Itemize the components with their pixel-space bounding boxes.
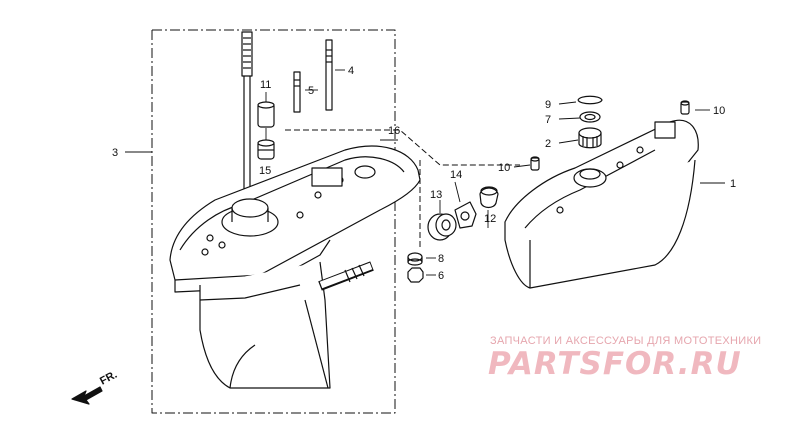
pump-housing [201,165,376,256]
callout-numbers: 1 2 3 4 5 6 7 8 9 10 10 11 12 13 14 15 1… [112,65,736,282]
circlip-9 [577,95,603,105]
gasket-bracket [285,129,520,250]
callout-15: 15 [259,165,271,177]
washer-8 [407,252,423,266]
watermark-logo: PARTSFOR.RU [488,346,742,382]
extension-case-1 [504,119,699,289]
callout-13: 13 [430,189,442,201]
callout-16: 16 [388,125,400,137]
dowel-10-right [680,100,690,115]
callout-7: 7 [545,114,551,126]
callout-3: 3 [112,147,118,159]
stud-4 [325,39,333,111]
nut-6 [407,267,424,283]
bushing-15 [257,139,275,160]
front-direction-arrow [71,386,103,405]
dowel-10-left [530,156,540,171]
callout-10-left: 10 [498,162,510,174]
impeller-housing-13 [427,213,457,241]
assembly-frame [151,29,396,414]
leader-lines [125,69,725,276]
stud-5 [293,71,301,113]
callout-8: 8 [438,253,444,265]
callout-4: 4 [348,65,354,77]
callout-11: 11 [260,79,271,91]
callout-6: 6 [438,270,444,282]
watermark-tagline: ЗАПЧАСТИ И АКСЕССУАРЫ ДЛЯ МОТОТЕХНИКИ [490,335,762,347]
cup-12 [479,186,499,209]
bearing-2 [578,127,602,149]
callout-2: 2 [545,138,551,150]
propeller-shaft [318,261,374,291]
callout-14: 14 [450,169,462,181]
callout-9: 9 [545,99,551,111]
callout-10-right: 10 [713,105,725,117]
gear-case-housing [169,145,421,389]
drive-shaft [241,31,253,200]
callout-5: 5 [308,85,314,97]
impeller-14 [454,201,477,229]
seal-7 [579,111,601,123]
callout-1: 1 [730,178,736,190]
callout-12: 12 [484,213,496,225]
seal-11 [257,101,275,128]
